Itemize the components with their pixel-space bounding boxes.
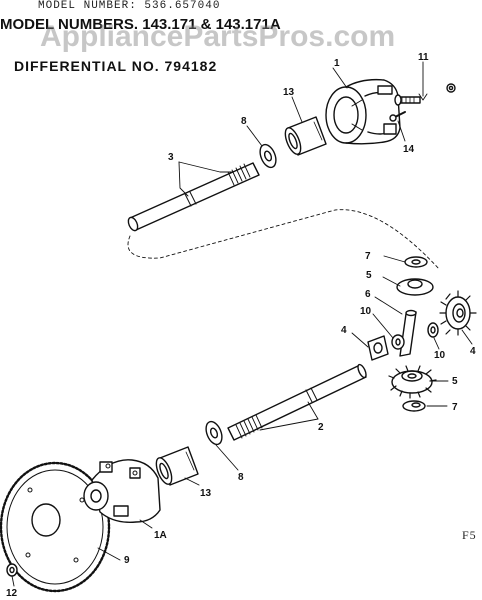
callout-2: 2 xyxy=(318,422,324,433)
callout-4-left: 4 xyxy=(341,325,347,336)
model-number-line: MODEL NUMBER: 536.657040 xyxy=(38,0,221,12)
callout-1a: 1A xyxy=(154,530,167,541)
callout-10-right: 10 xyxy=(434,350,446,361)
callout-11: 11 xyxy=(418,52,429,63)
pinion-nut-left xyxy=(391,334,405,350)
callout-5-top: 5 xyxy=(366,270,372,281)
bushing-upper xyxy=(284,116,327,156)
callout-7-bottom: 7 xyxy=(452,402,458,413)
watermark-text: AppliancePartsPros.com xyxy=(40,20,396,53)
washer-upper xyxy=(259,143,277,169)
side-gear-left xyxy=(367,335,389,361)
thrust-washer-top xyxy=(404,256,428,268)
pinion-nut-right xyxy=(427,322,439,338)
bolt-part xyxy=(394,94,421,106)
callout-6: 6 xyxy=(365,289,371,300)
callout-3: 3 xyxy=(168,152,174,163)
differential-title: DIFFERENTIAL NO. 794182 xyxy=(14,58,218,74)
callout-14: 14 xyxy=(403,144,415,155)
leader-lines xyxy=(11,61,473,587)
pinion-pin xyxy=(399,309,417,357)
model-numbers-title: MODEL NUMBERS. 143.171 & 143.171A xyxy=(0,16,281,33)
differential-housing-lower xyxy=(83,459,161,523)
callout-13-bottom: 13 xyxy=(200,488,212,499)
callout-4-right: 4 xyxy=(470,346,476,357)
nut-part xyxy=(446,83,456,93)
figure-reference: F5 xyxy=(462,528,477,542)
callout-8-top: 8 xyxy=(241,116,247,127)
bevel-gear-bottom xyxy=(388,365,437,399)
callout-13-top: 13 xyxy=(283,87,295,98)
spacer-washer-top xyxy=(396,278,434,296)
axle-lower xyxy=(227,363,367,441)
hex-nut-part xyxy=(6,563,18,577)
differential-housing-upper xyxy=(325,78,401,145)
bevel-gear-right xyxy=(439,290,477,336)
callout-10-left: 10 xyxy=(360,306,372,317)
callout-1: 1 xyxy=(334,58,340,69)
callout-7-top: 7 xyxy=(365,251,371,262)
washer-lower xyxy=(205,420,223,446)
screw-part xyxy=(389,111,406,122)
sprocket-gear xyxy=(0,461,111,593)
bushing-lower xyxy=(155,446,199,486)
callout-8-bottom: 8 xyxy=(238,472,244,483)
assembly-dashed-line xyxy=(127,209,441,271)
callout-12: 12 xyxy=(6,588,18,599)
callout-5-bottom: 5 xyxy=(452,376,458,387)
thrust-washer-bottom xyxy=(402,400,426,412)
callout-9: 9 xyxy=(124,555,130,566)
axle-upper xyxy=(127,162,260,232)
